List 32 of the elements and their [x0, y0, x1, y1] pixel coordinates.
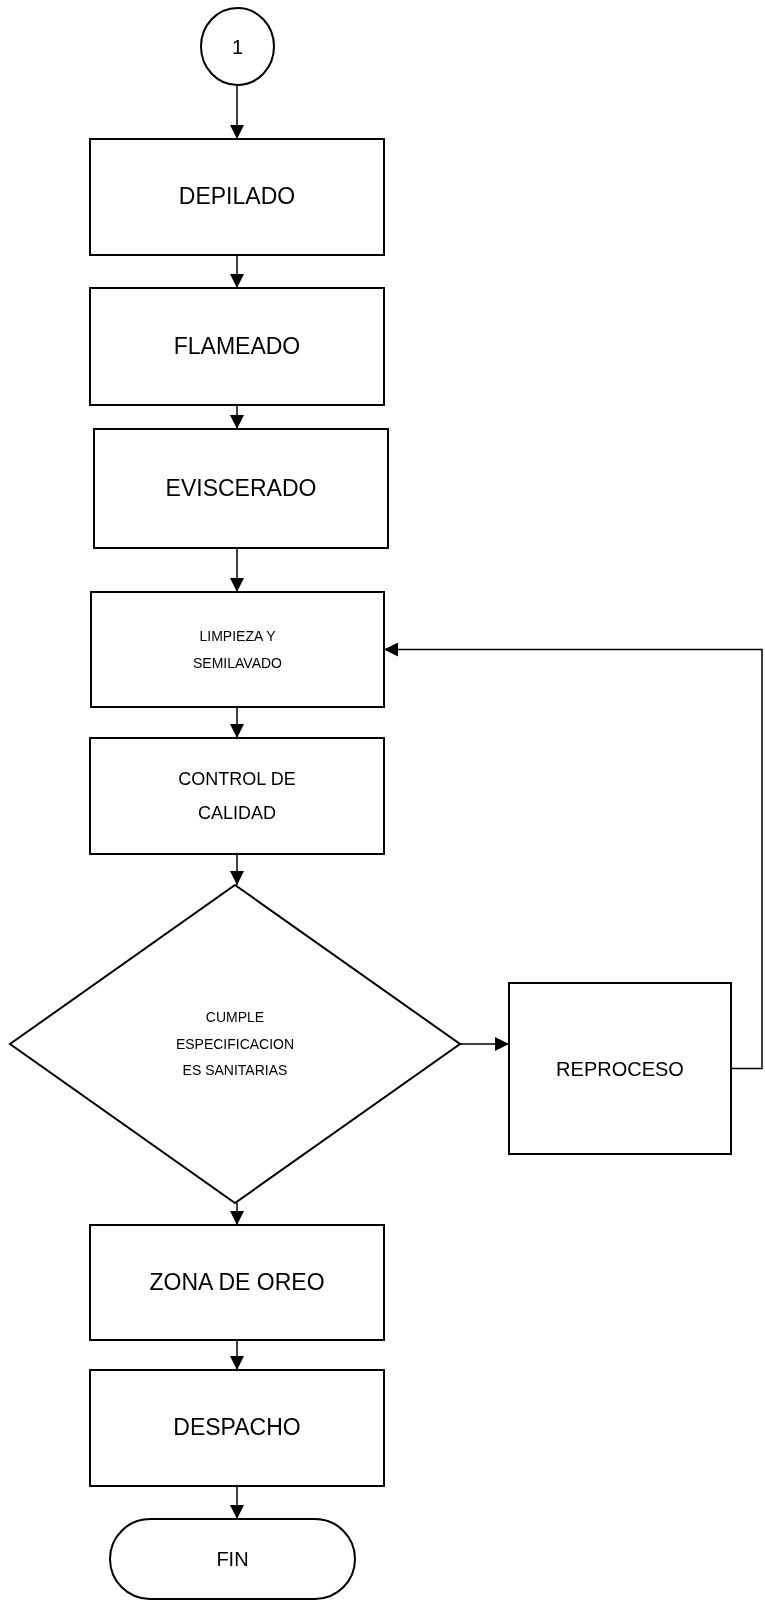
- process-box: [89, 1369, 385, 1487]
- arrow: [383, 642, 763, 1070]
- node-label: CUMPLE ESPECIFICACION ES SANITARIAS: [174, 1008, 296, 1081]
- process-box: [93, 428, 389, 549]
- node-label: LIMPIEZA Y SEMILAVADO: [192, 626, 283, 673]
- node-label: FIN: [216, 1547, 249, 1572]
- arrow: [459, 1037, 510, 1051]
- arrow: [230, 1339, 244, 1371]
- arrow: [230, 404, 244, 430]
- node-label: EVISCERADO: [165, 473, 317, 503]
- node-label: DEPILADO: [178, 182, 296, 212]
- connector-circle: [200, 7, 275, 86]
- arrow: [230, 84, 244, 140]
- node-label: ZONA DE OREO: [149, 1267, 325, 1297]
- process-box: [90, 591, 385, 708]
- node-label: CONTROL DE CALIDAD: [177, 767, 297, 825]
- node-label: DESPACHO: [173, 1413, 301, 1443]
- process-box: [89, 737, 385, 855]
- process-box: [508, 982, 732, 1155]
- node-label: FLAMEADO: [173, 331, 301, 361]
- arrow: [230, 254, 244, 289]
- process-box: [89, 287, 385, 406]
- process-box: [89, 1224, 385, 1341]
- node-label: 1: [231, 34, 244, 60]
- arrow: [230, 853, 244, 886]
- arrow: [230, 1202, 244, 1226]
- node-label: REPROCESO: [556, 1056, 684, 1082]
- arrow: [230, 1485, 244, 1520]
- arrow: [230, 706, 244, 739]
- decision-diamond: [8, 883, 462, 1205]
- arrow: [230, 547, 244, 593]
- process-box: [89, 138, 385, 256]
